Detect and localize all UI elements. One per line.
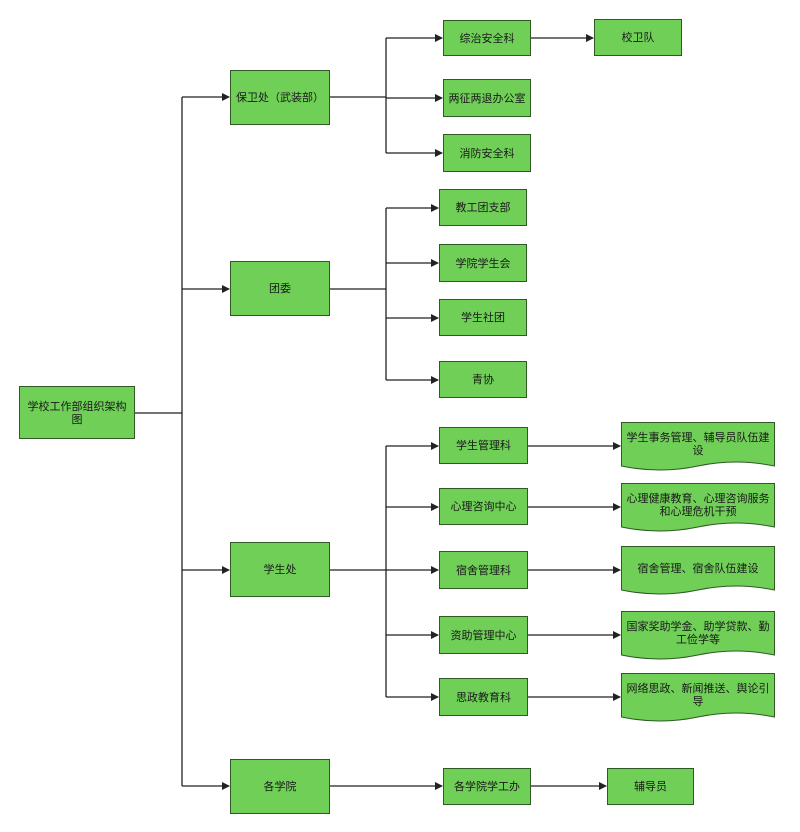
- node-zongzhi: 综治安全科: [443, 20, 531, 56]
- node-xsgl: 学生管理科: [439, 427, 528, 464]
- doc-sizheng-duty: 网络思政、新闻推送、舆论引导: [621, 673, 775, 725]
- node-fudaoyuan: 辅导员: [607, 768, 694, 805]
- node-xiaofang: 消防安全科: [443, 134, 531, 172]
- node-xiaoweidui: 校卫队: [594, 19, 682, 56]
- doc-sushe-duty: 宿舍管理、宿舍队伍建设: [621, 546, 775, 598]
- node-tuanwei: 团委: [230, 261, 330, 316]
- node-qingxie: 青协: [439, 361, 527, 398]
- node-baowei: 保卫处（武装部）: [230, 70, 330, 125]
- node-shetuan: 学生社团: [439, 299, 527, 336]
- doc-xinli-duty: 心理健康教育、心理咨询服务和心理危机干预: [621, 483, 775, 535]
- node-liangzheng: 两征两退办公室: [443, 79, 531, 117]
- root-node: 学校工作部组织架构图: [19, 386, 135, 439]
- node-sizheng: 思政教育科: [439, 678, 528, 716]
- node-xueyuan-xsh: 学院学生会: [439, 244, 527, 282]
- node-sushe: 宿舍管理科: [439, 551, 528, 589]
- node-zizhu: 资助管理中心: [439, 616, 528, 654]
- node-jiaogong: 教工团支部: [439, 189, 527, 226]
- doc-xsgl-duty: 学生事务管理、辅导员队伍建设: [621, 422, 775, 474]
- node-xueyuan: 各学院: [230, 759, 330, 814]
- doc-xinli-text: 心理健康教育、心理咨询服务和心理危机干预: [626, 492, 770, 518]
- node-xygb: 各学院学工办: [443, 768, 531, 805]
- doc-zizhu-text: 国家奖助学金、助学贷款、勤工俭学等: [626, 620, 770, 646]
- doc-sushe-text: 宿舍管理、宿舍队伍建设: [637, 561, 759, 575]
- doc-zizhu-duty: 国家奖助学金、助学贷款、勤工俭学等: [621, 611, 775, 663]
- doc-sizheng-text: 网络思政、新闻推送、舆论引导: [626, 682, 770, 708]
- node-xuesheng: 学生处: [230, 542, 330, 597]
- node-xinli: 心理咨询中心: [439, 488, 528, 525]
- doc-xsgl-text: 学生事务管理、辅导员队伍建设: [626, 431, 770, 457]
